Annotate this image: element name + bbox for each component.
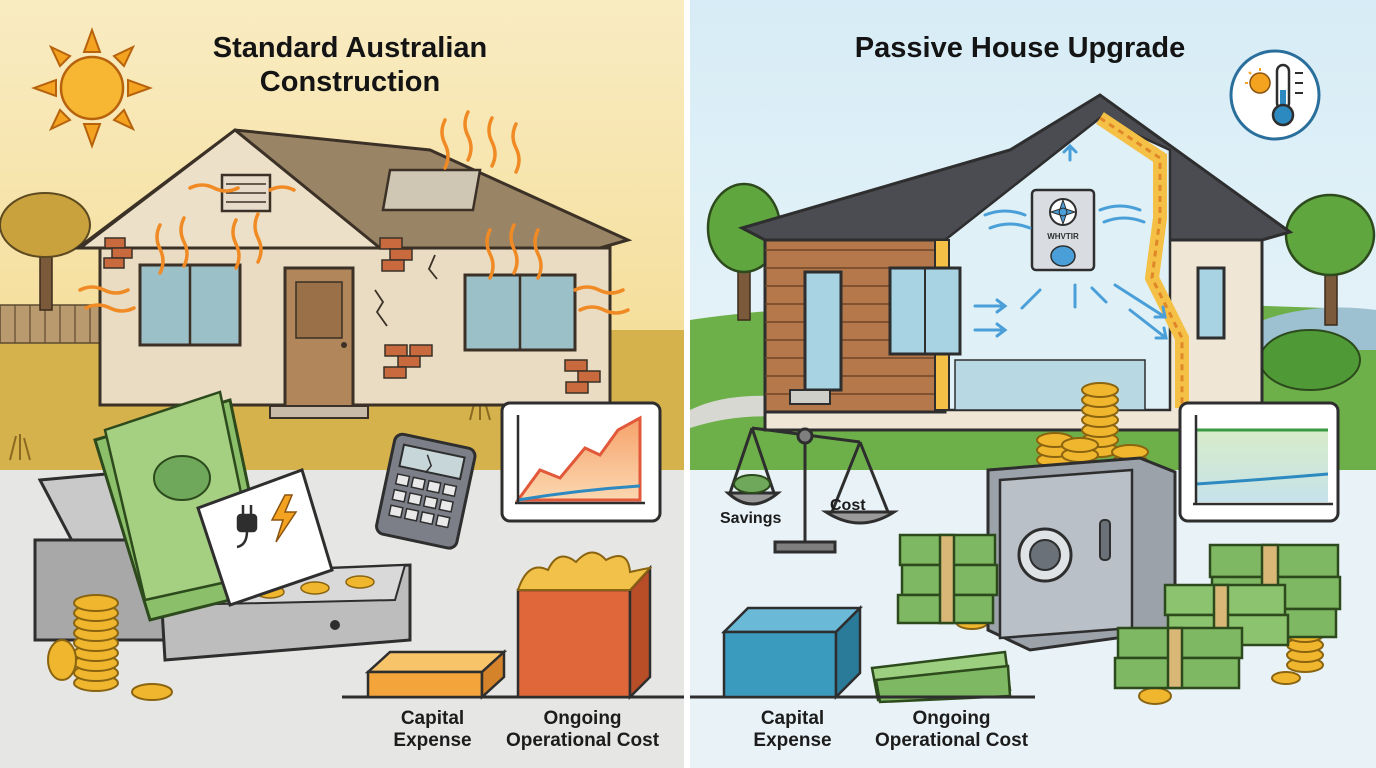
left-operational-bar — [516, 551, 653, 701]
passive-house: WHVTIR — [737, 93, 1294, 432]
right-capital-bar — [720, 604, 864, 701]
left-capital-label-line1: Capital — [400, 708, 465, 729]
ventilation-unit-label: WHVTIR — [1047, 232, 1079, 241]
left-capital-label: Capital Expense — [365, 708, 500, 752]
dry-tree — [0, 192, 91, 311]
cost-comparison-bars — [342, 551, 1035, 701]
right-capital-label-line1: Capital — [760, 708, 825, 729]
left-operational-label-line2: Operational Cost — [505, 730, 660, 751]
left-operational-label-line1: Ongoing — [543, 708, 622, 729]
balance-scale — [724, 426, 900, 554]
panel-divider — [684, 0, 690, 768]
electricity-bill — [196, 468, 334, 607]
left-title-line2: Construction — [259, 66, 441, 98]
tree-right — [1284, 193, 1376, 326]
right-operational-label-line1: Ongoing — [912, 708, 991, 729]
lightning-icon — [270, 494, 298, 543]
scale-label-savings: Savings — [720, 510, 782, 527]
left-operational-label: Ongoing Operational Cost — [495, 708, 670, 752]
coin-stack-left — [47, 594, 173, 701]
left-capital-label-line2: Expense — [393, 730, 472, 751]
safe — [986, 456, 1177, 652]
rising-cost-chart — [500, 401, 662, 523]
thermometer-sun-icon — [1229, 49, 1321, 141]
heat-recovery-ventilation-unit: WHVTIR — [1030, 188, 1096, 272]
plug-icon — [236, 505, 258, 549]
right-operational-label: Ongoing Operational Cost — [864, 708, 1039, 752]
heat-waves — [78, 110, 630, 315]
left-title-line1: Standard Australian — [212, 32, 488, 64]
right-panel-title: Passive House Upgrade — [854, 32, 1186, 64]
left-capital-bar — [364, 649, 508, 700]
scale-label-cost: Cost — [830, 497, 866, 514]
money-bundles-right — [870, 533, 1342, 704]
right-capital-label-line2: Expense — [753, 730, 832, 751]
right-capital-label: Capital Expense — [725, 708, 860, 752]
airflow-arrows — [973, 143, 1168, 340]
sun-icon — [31, 27, 153, 149]
flat-cost-chart — [1178, 401, 1340, 523]
right-operational-label-line2: Operational Cost — [874, 730, 1029, 751]
left-panel-title: Standard Australian Construction — [150, 31, 550, 99]
calculator — [375, 432, 477, 550]
